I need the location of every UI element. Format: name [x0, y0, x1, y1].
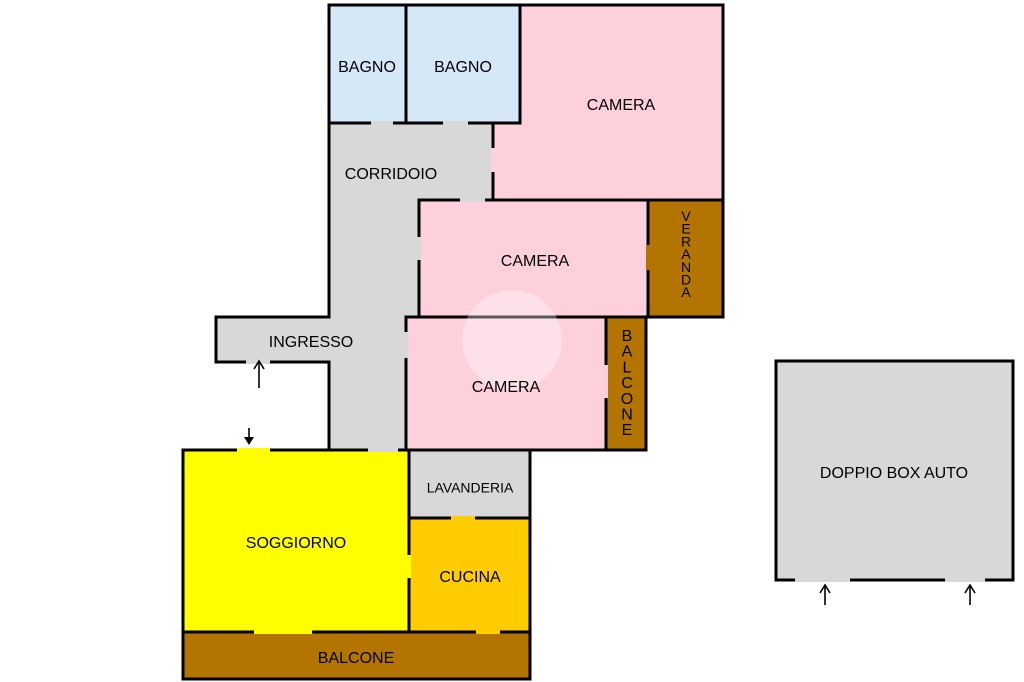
- arrow-up-icon: [819, 583, 831, 605]
- bedroom-3-room: [404, 315, 608, 452]
- laundry-room: [407, 448, 532, 520]
- arrow-up-icon: [964, 583, 976, 605]
- door-openings: [237, 121, 985, 634]
- bathroom-1-label: BAGNO: [338, 59, 396, 76]
- laundry-label: LAVANDERIA: [427, 480, 514, 496]
- bedroom-2-room: [417, 198, 650, 319]
- arrow-up-icon: [253, 359, 265, 388]
- corridor-label: CORRIDOIO: [345, 166, 437, 183]
- arrow-down-icon: [244, 428, 254, 445]
- garage-label: DOPPIO BOX AUTO: [820, 465, 968, 482]
- kitchen-room: [407, 516, 532, 634]
- bathroom-2-label: BAGNO: [434, 59, 492, 76]
- bathroom-1-room: [327, 3, 408, 125]
- bottom-balcony-label: BALCONE: [318, 650, 394, 667]
- bedroom-1-label: CAMERA: [587, 97, 656, 114]
- entrance-label: INGRESSO: [269, 334, 353, 351]
- bottom-balcony-room: [181, 630, 532, 681]
- watermark-logo: [462, 290, 562, 390]
- kitchen-label: CUCINA: [439, 569, 501, 586]
- bedroom-2-label: CAMERA: [501, 253, 570, 270]
- double-garage-room: [774, 359, 1015, 582]
- living-room-label: SOGGIORNO: [246, 535, 346, 552]
- bedroom-3-label: CAMERA: [472, 379, 541, 396]
